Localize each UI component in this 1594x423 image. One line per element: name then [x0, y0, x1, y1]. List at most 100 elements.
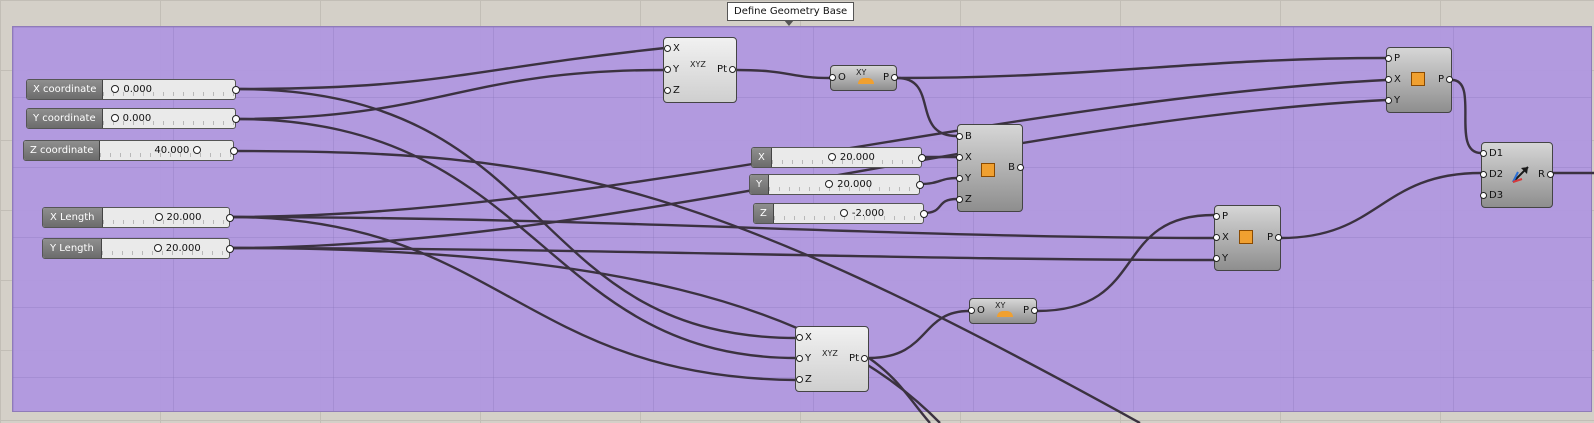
rectangle-component[interactable]: P X Y P: [1213, 205, 1282, 271]
input-y[interactable]: Y: [664, 64, 679, 76]
output-grip-icon[interactable]: [1031, 307, 1038, 314]
input-grip-icon[interactable]: [1385, 76, 1392, 83]
input-grip-icon[interactable]: [1480, 171, 1487, 178]
input-d1[interactable]: D1: [1480, 148, 1503, 160]
slider-box-x[interactable]: X 20.000: [751, 147, 926, 168]
rectangle-component[interactable]: P X Y P: [1385, 47, 1453, 113]
output-grip-icon[interactable]: [232, 86, 240, 94]
output-grip-icon[interactable]: [1547, 171, 1554, 178]
slider-grip-icon[interactable]: [839, 209, 848, 217]
output-grip-icon[interactable]: [230, 147, 238, 155]
slider-grip-icon[interactable]: [111, 85, 120, 93]
input-x[interactable]: X: [1385, 74, 1401, 86]
input-grip-icon[interactable]: [664, 87, 671, 94]
input-grip-icon[interactable]: [968, 307, 975, 314]
slider-track[interactable]: 20.000: [771, 148, 921, 167]
xy-plane-component[interactable]: O XY P: [968, 298, 1038, 324]
output-pt[interactable]: Pt: [849, 353, 868, 365]
slider-y-length[interactable]: Y Length 20.000: [42, 238, 234, 259]
slider-track[interactable]: 20.000: [769, 175, 919, 194]
input-x[interactable]: X: [664, 43, 680, 55]
slider-track[interactable]: -2.000: [773, 204, 923, 223]
merge-component[interactable]: D1 D2 D3 R: [1480, 142, 1554, 208]
output-grip-icon[interactable]: [916, 181, 924, 189]
input-y[interactable]: Y: [796, 353, 811, 365]
input-base[interactable]: B: [956, 131, 972, 143]
output-grip-icon[interactable]: [920, 210, 928, 218]
slider-x-length[interactable]: X Length 20.000: [42, 207, 234, 228]
input-grip-icon[interactable]: [1385, 97, 1392, 104]
input-grip-icon[interactable]: [1480, 192, 1487, 199]
input-grip-icon[interactable]: [956, 154, 963, 161]
input-grip-icon[interactable]: [664, 66, 671, 73]
slider-box-z[interactable]: Z -2.000: [753, 203, 928, 224]
wire: [229, 215, 1215, 240]
output-grip-icon[interactable]: [1275, 234, 1282, 241]
slider-label: X: [752, 148, 772, 167]
input-grip-icon[interactable]: [956, 133, 963, 140]
center-box-component[interactable]: B X Y Z B: [956, 124, 1024, 212]
output-plane[interactable]: P: [1023, 305, 1038, 317]
input-grip-icon[interactable]: [1385, 55, 1392, 62]
input-y[interactable]: Y: [956, 173, 971, 185]
input-grip-icon[interactable]: [956, 196, 963, 203]
slider-grip-icon[interactable]: [153, 244, 162, 252]
slider-track[interactable]: 0.000: [102, 109, 235, 128]
input-grip-icon[interactable]: [956, 175, 963, 182]
output-grip-icon[interactable]: [891, 74, 898, 81]
output-grip-icon[interactable]: [729, 66, 736, 73]
construct-point-component[interactable]: X Y Z XYZ Pt: [795, 326, 869, 392]
input-grip-icon[interactable]: [1480, 150, 1487, 157]
output-result[interactable]: R: [1538, 169, 1554, 181]
input-grip-icon[interactable]: [829, 74, 836, 81]
slider-z-coordinate[interactable]: Z coordinate 40.000: [23, 140, 238, 161]
input-d2[interactable]: D2: [1480, 169, 1503, 181]
output-grip-icon[interactable]: [861, 355, 868, 362]
output-grip-icon[interactable]: [1017, 164, 1024, 171]
slider-grip-icon[interactable]: [193, 146, 202, 154]
slider-x-coordinate[interactable]: X coordinate 0.000: [26, 79, 240, 100]
input-grip-icon[interactable]: [796, 355, 803, 362]
output-grip-icon[interactable]: [918, 154, 926, 162]
slider-box-y[interactable]: Y 20.000: [749, 174, 924, 195]
slider-grip-icon[interactable]: [825, 180, 834, 188]
input-y[interactable]: Y: [1385, 95, 1400, 107]
input-z[interactable]: Z: [796, 374, 812, 386]
input-grip-icon[interactable]: [664, 45, 671, 52]
input-grip-icon[interactable]: [796, 376, 803, 383]
output-grip-icon[interactable]: [226, 245, 234, 253]
slider-grip-icon[interactable]: [110, 114, 119, 122]
slider-track[interactable]: 40.000: [100, 141, 233, 160]
output-pt[interactable]: Pt: [717, 64, 736, 76]
construct-point-component[interactable]: X Y Z XYZ Pt: [663, 37, 737, 103]
input-origin[interactable]: O: [968, 305, 985, 317]
input-plane[interactable]: P: [1213, 211, 1228, 223]
slider-grip-icon[interactable]: [154, 213, 163, 221]
slider-grip-icon[interactable]: [827, 153, 836, 161]
input-grip-icon[interactable]: [796, 334, 803, 341]
input-x[interactable]: X: [956, 152, 972, 164]
input-grip-icon[interactable]: [1213, 255, 1220, 262]
output-rectangle[interactable]: P: [1267, 232, 1282, 244]
xy-plane-component[interactable]: O XY P: [829, 65, 898, 91]
slider-y-coordinate[interactable]: Y coordinate 0.000: [26, 108, 240, 129]
input-z[interactable]: Z: [956, 194, 972, 206]
input-grip-icon[interactable]: [1213, 213, 1220, 220]
output-grip-icon[interactable]: [232, 115, 240, 123]
slider-track[interactable]: 0.000: [103, 80, 235, 99]
input-x[interactable]: X: [1213, 232, 1229, 244]
input-d3[interactable]: D3: [1480, 190, 1503, 202]
slider-track[interactable]: 20.000: [101, 239, 229, 258]
input-y[interactable]: Y: [1213, 253, 1228, 265]
output-plane[interactable]: P: [883, 72, 898, 84]
output-grip-icon[interactable]: [226, 214, 234, 222]
output-grip-icon[interactable]: [1446, 76, 1453, 83]
output-rectangle[interactable]: P: [1438, 74, 1453, 86]
output-box[interactable]: B: [1008, 162, 1024, 174]
input-origin[interactable]: O: [829, 72, 846, 84]
input-plane[interactable]: P: [1385, 53, 1400, 65]
input-z[interactable]: Z: [664, 85, 680, 97]
slider-track[interactable]: 20.000: [102, 208, 229, 227]
input-grip-icon[interactable]: [1213, 234, 1220, 241]
input-x[interactable]: X: [796, 332, 812, 344]
